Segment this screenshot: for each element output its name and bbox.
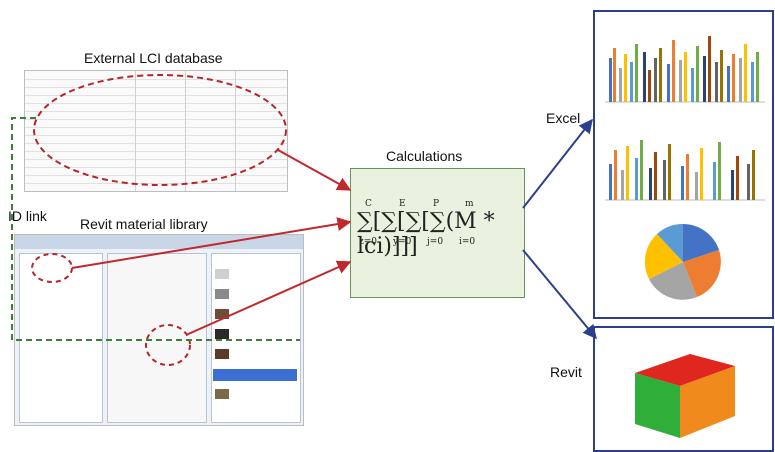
revit-3d-box xyxy=(635,354,735,438)
lca-formula: C E P m ∑[∑[∑[∑(M * lci)]]] z=0 y=0 j=0 … xyxy=(357,199,495,259)
id-link-dashed-path xyxy=(11,117,300,341)
revit-output-panel xyxy=(593,326,774,452)
excel-output-panel xyxy=(593,10,774,319)
lci-highlight-ellipse xyxy=(33,74,287,186)
excel-pie-chart xyxy=(644,223,721,300)
calculations-label: Calculations xyxy=(386,148,463,164)
revit-value-highlight-ellipse xyxy=(145,324,191,366)
arrow-calc-to-revit xyxy=(522,249,597,340)
excel-bar-chart-2 xyxy=(605,140,765,201)
arrow-lci-to-calc xyxy=(277,149,352,191)
excel-bar-chart-1 xyxy=(605,36,765,103)
calculations-box: C E P m ∑[∑[∑[∑(M * lci)]]] z=0 y=0 j=0 … xyxy=(350,168,525,298)
arrow-calc-to-excel xyxy=(522,118,593,209)
id-link-label: ID link xyxy=(8,208,47,224)
external-lci-label: External LCI database xyxy=(84,50,223,66)
excel-label: Excel xyxy=(546,110,581,126)
revit-label: Revit xyxy=(550,364,582,380)
arrow-revit-id-to-calc xyxy=(71,217,352,269)
revit-material-label: Revit material library xyxy=(80,216,208,232)
arrow-revit-value-to-calc xyxy=(185,260,352,336)
revit-id-highlight-ellipse xyxy=(31,253,73,283)
revit-material-library-screenshot xyxy=(14,234,304,426)
